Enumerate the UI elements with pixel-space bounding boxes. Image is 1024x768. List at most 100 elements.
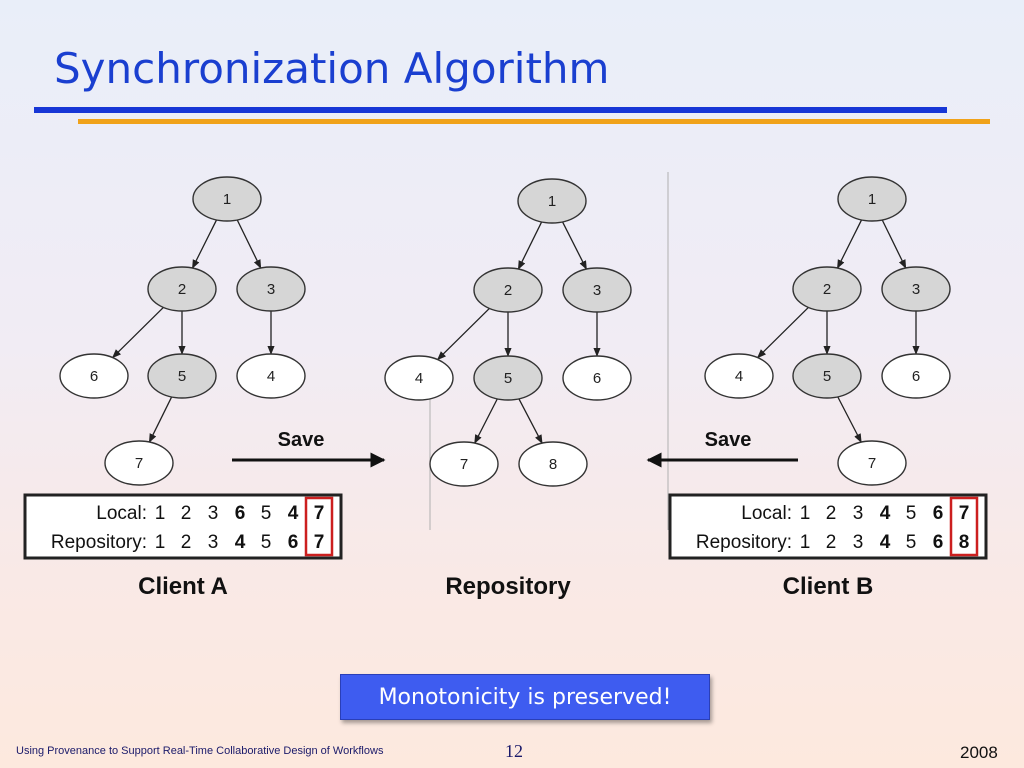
tree-node: 8	[518, 441, 588, 487]
save-label: Save	[705, 429, 752, 451]
footer-year: 2008	[960, 743, 998, 762]
tree-node: 1	[192, 176, 262, 222]
order-table-cell: 3	[208, 532, 219, 553]
order-table-cell: 7	[314, 532, 325, 553]
tree-node-label: 4	[415, 370, 423, 387]
tree-node-label: 1	[868, 191, 876, 208]
save-arrow-left: Save	[646, 429, 798, 468]
tree-node: 7	[837, 440, 907, 486]
tree-node: 5	[792, 353, 862, 399]
save-label: Save	[278, 429, 325, 451]
tree-node-label: 2	[823, 281, 831, 298]
tree-edge	[837, 396, 862, 443]
tree-node-shape	[429, 441, 499, 487]
tree-node: 2	[792, 266, 862, 312]
tree-node-shape	[792, 353, 862, 399]
tree-node-shape	[236, 266, 306, 312]
panel-label-repository: Repository	[445, 573, 571, 600]
tree-node: 6	[881, 353, 951, 399]
tree-node-shape	[384, 355, 454, 401]
tree-edge	[561, 221, 588, 270]
tree-node-shape	[192, 176, 262, 222]
tree-edge	[836, 219, 863, 269]
tree-edge	[881, 219, 907, 269]
tree-edge	[474, 398, 498, 444]
order-table-cell: 7	[959, 503, 970, 524]
order-table-cell: 3	[853, 503, 864, 524]
tree-edge	[191, 219, 218, 269]
tree-client-b: 1 2 3 4 5 6 7	[704, 176, 951, 486]
order-table-row-label: Repository:	[696, 532, 792, 553]
tree-node-label: 6	[593, 370, 601, 387]
callout-box: Monotonicity is preserved!	[340, 674, 710, 720]
order-table-cell: 4	[288, 503, 299, 524]
tree-node: 3	[881, 266, 951, 312]
tree-node-label: 5	[823, 368, 831, 385]
order-table-cell: 1	[155, 503, 166, 524]
tree-node-shape	[59, 353, 129, 399]
tree-node-label: 5	[504, 370, 512, 387]
order-table-cell: 5	[906, 503, 917, 524]
order-table-cell: 7	[314, 503, 325, 524]
order-table-cell: 4	[235, 532, 246, 553]
order-table-cell: 5	[261, 532, 272, 553]
tree-node: 4	[236, 353, 306, 399]
order-table-cell: 6	[933, 532, 944, 553]
tree-node: 4	[704, 353, 774, 399]
tree-node: 2	[473, 267, 543, 313]
tree-node-shape	[562, 267, 632, 313]
tree-node: 6	[59, 353, 129, 399]
tree-node-label: 1	[548, 193, 556, 210]
tree-edge	[518, 398, 543, 444]
tree-node-label: 3	[267, 281, 275, 298]
tree-node-shape	[562, 355, 632, 401]
order-table-cell: 2	[826, 503, 837, 524]
tree-node-label: 5	[178, 368, 186, 385]
tree-node: 5	[147, 353, 217, 399]
slide-title: Synchronization Algorithm	[54, 44, 610, 93]
tree-node-shape	[147, 266, 217, 312]
tree-node-shape	[837, 440, 907, 486]
tree-node-shape	[236, 353, 306, 399]
tree-node-shape	[517, 178, 587, 224]
order-table-cell: 5	[906, 532, 917, 553]
order-table-cell: 1	[800, 532, 811, 553]
tree-node-label: 2	[178, 281, 186, 298]
order-table-cell: 3	[853, 532, 864, 553]
order-table-cell: 6	[235, 503, 246, 524]
highlight-box	[949, 496, 979, 557]
callout-text: Monotonicity is preserved!	[378, 684, 672, 710]
title-rule-orange	[78, 119, 990, 124]
order-table-cell: 6	[288, 532, 299, 553]
tree-node-label: 6	[912, 368, 920, 385]
tree-node: 1	[517, 178, 587, 224]
tree-node-shape	[881, 266, 951, 312]
tree-node-label: 3	[912, 281, 920, 298]
order-table-cell: 3	[208, 503, 219, 524]
tree-node: 3	[562, 267, 632, 313]
order-table-cell: 2	[181, 532, 192, 553]
tree-node-shape	[147, 353, 217, 399]
tree-node-label: 6	[90, 368, 98, 385]
tree-edge	[148, 396, 173, 443]
order-table-cell: 5	[261, 503, 272, 524]
order-table-row-label: Local:	[741, 503, 792, 524]
tree-node: 7	[429, 441, 499, 487]
order-table-border	[23, 493, 343, 560]
tree-edge	[756, 306, 809, 359]
tree-node-label: 4	[735, 368, 743, 385]
tree-node-label: 7	[868, 455, 876, 472]
order-table-cell: 2	[826, 532, 837, 553]
tree-node: 5	[473, 355, 543, 401]
tree-edge	[236, 219, 262, 269]
tree-node-shape	[104, 440, 174, 486]
tree-node-label: 2	[504, 282, 512, 299]
title-rule-blue	[34, 107, 947, 113]
order-table-border	[668, 493, 988, 560]
